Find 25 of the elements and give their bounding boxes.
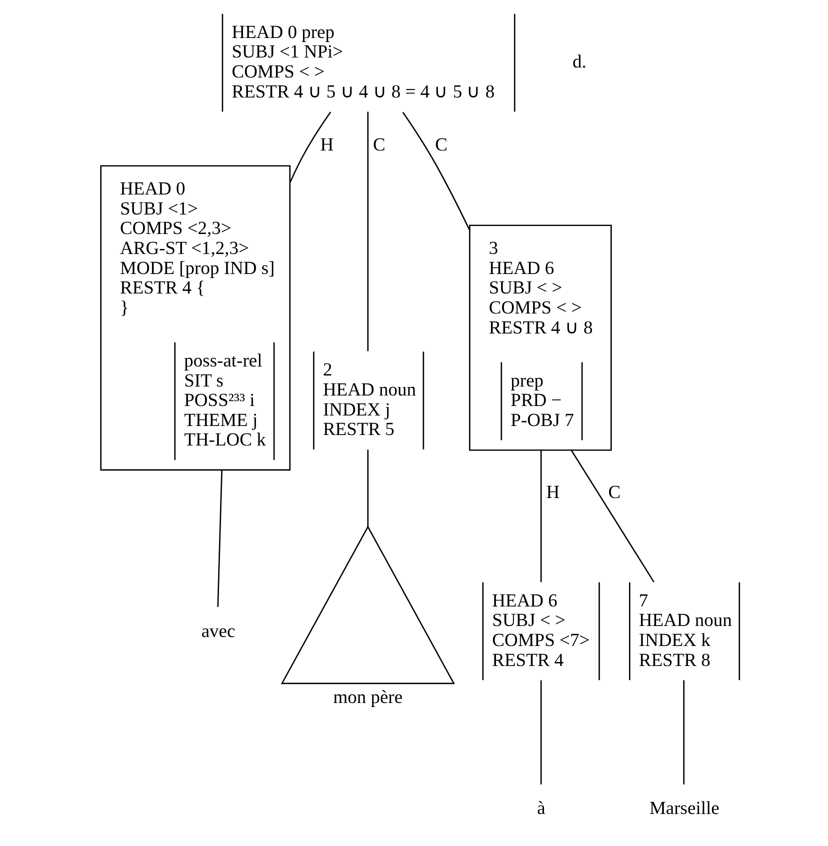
connector <box>570 450 654 582</box>
label: d. <box>572 52 586 73</box>
connector <box>682 680 684 784</box>
node-text: 7 HEAD noun INDEX k RESTR 8 <box>638 591 732 671</box>
node-text: à <box>536 798 545 819</box>
node-text: prep PRD − P-OBJ 7 <box>510 371 574 431</box>
node-text: Marseille <box>648 798 719 819</box>
edge-label: C <box>434 135 447 156</box>
node-text: 2 HEAD noun INDEX j RESTR 5 <box>322 360 416 440</box>
edge-label: H <box>320 135 334 156</box>
node-text: avec <box>200 622 235 642</box>
node-text: HEAD 6 SUBJ < > COMPS <7> RESTR 4 <box>492 591 590 671</box>
edge-label: H <box>546 482 560 503</box>
node-label: mon père <box>332 688 402 708</box>
connector <box>288 112 331 184</box>
node-text: poss-at-rel SIT s POSS²³³ i THEME j TH-LOC k <box>184 351 266 451</box>
connector <box>216 470 222 607</box>
connector <box>402 112 470 231</box>
node-text: HEAD 0 prep SUBJ <1 NPi> COMPS < > RESTR 4 ∪ 5 ∪ 4 ∪ 8 = 4 ∪ 5 ∪ 8 <box>231 22 494 102</box>
edge-label: C <box>372 135 385 156</box>
connector <box>366 112 368 352</box>
connector <box>366 450 368 527</box>
connector <box>540 450 542 582</box>
connector <box>540 680 542 784</box>
edge-label: C <box>608 482 620 503</box>
